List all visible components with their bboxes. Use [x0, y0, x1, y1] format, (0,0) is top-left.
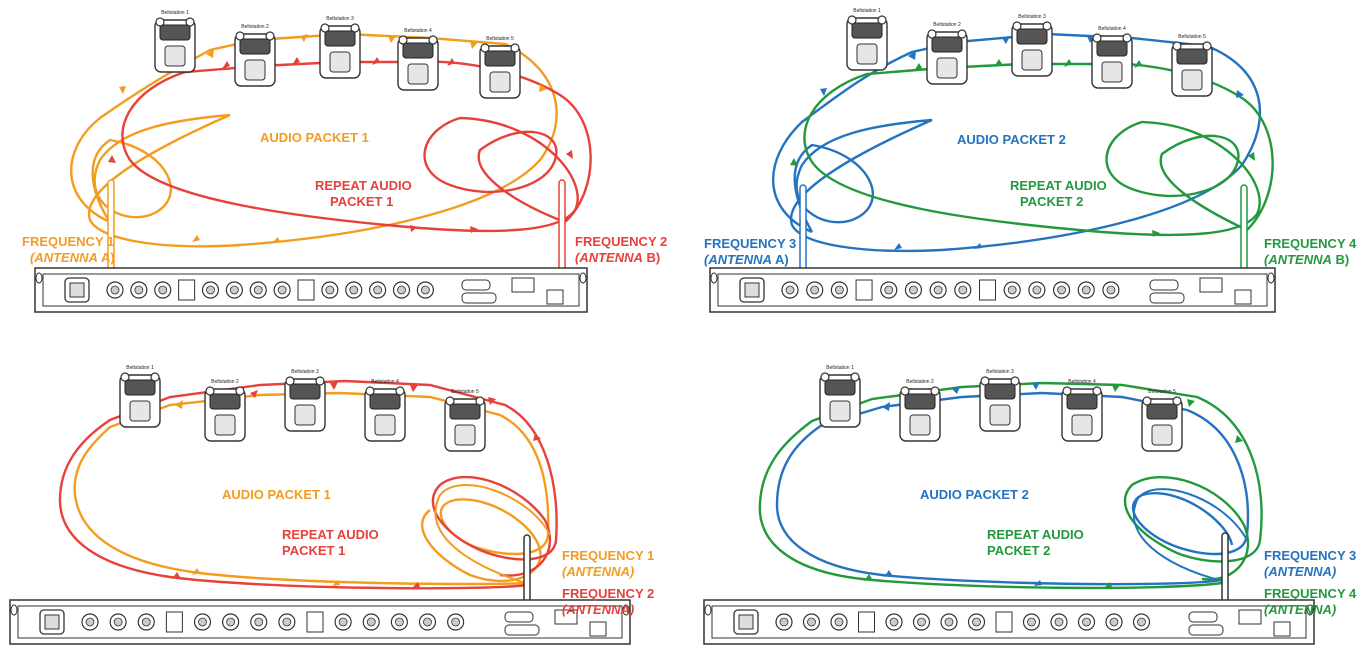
frequency-b-label: FREQUENCY 2	[562, 586, 655, 601]
beltpack-2: Beltstation 2	[926, 22, 968, 85]
base-station-rack	[709, 267, 1276, 313]
beltpack-name: Beltstation 2	[906, 379, 934, 385]
diagram-panel-frequency-3-4: Beltstation 1 Beltstation 2 Beltstation 3 B…	[682, 0, 1364, 335]
arrowheads	[790, 36, 1255, 250]
arrowheads	[108, 34, 573, 243]
beltpack-name: Beltstation 5	[1148, 389, 1176, 395]
audio-packet-label: AUDIO PACKET 2	[957, 132, 1066, 147]
beltpack-name: Beltstation 4	[371, 379, 399, 385]
beltpack-5: Beltstation 5	[479, 36, 521, 99]
beltpack-name: Beltstation 5	[451, 389, 479, 395]
beltpack-name: Beltstation 1	[853, 8, 881, 14]
audio-packet-label: AUDIO PACKET 1	[222, 487, 331, 502]
beltpack-name: Beltstation 5	[486, 36, 514, 42]
repeat-audio-label-line1: REPEAT AUDIO	[315, 178, 412, 193]
beltpack-2: Beltstation 2	[204, 379, 246, 442]
beltpack-4: Beltstation 4	[397, 28, 439, 91]
beltpack-1: Beltstation 1	[154, 10, 196, 73]
diagram-panel-shared-antenna-1-2: Beltstation 1 Beltstation 2 Beltstation 3 B…	[0, 335, 682, 670]
audio-packet-label: AUDIO PACKET 1	[260, 130, 369, 145]
diagram-panel-shared-antenna-3-4: Beltstation 1 Beltstation 2 Beltstation 3 B…	[682, 335, 1364, 670]
beltpack-name: Beltstation 2	[241, 24, 269, 30]
base-station-rack	[703, 599, 1315, 645]
beltpack-name: Beltstation 4	[1068, 379, 1096, 385]
frequency-b-label: FREQUENCY 2	[575, 234, 668, 249]
diagram-panel-frequency-1-2: Beltstation 1 Beltstation 2 Beltstation 3 B…	[0, 0, 682, 335]
frequency-a-label: FREQUENCY 1	[562, 548, 655, 563]
beltpack-name: Beltstation 3	[291, 369, 319, 375]
arrowheads	[864, 382, 1243, 588]
repeat-audio-label-line1: REPEAT AUDIO	[1010, 178, 1107, 193]
beltpack-4: Beltstation 4	[364, 379, 406, 442]
frequency-a-antenna-label: (ANTENNA A)	[30, 250, 115, 265]
beltpack-name: Beltstation 1	[826, 365, 854, 371]
beltpack-name: Beltstation 2	[211, 379, 239, 385]
antenna-b	[1240, 184, 1248, 276]
beltpack-3: Beltstation 3	[319, 16, 361, 79]
beltpack-name: Beltstation 1	[161, 10, 189, 16]
repeat-audio-label-line2: PACKET 2	[987, 543, 1051, 558]
beltpack-3: Beltstation 3	[1011, 14, 1053, 77]
beltpack-4: Beltstation 4	[1061, 379, 1103, 442]
beltpack-5: Beltstation 5	[444, 389, 486, 452]
frequency-a-label: FREQUENCY 1	[22, 234, 115, 249]
repeat-audio-packet-2-path	[758, 381, 1263, 590]
frequency-a-label: FREQUENCY 3	[1264, 548, 1357, 563]
beltpack-2: Beltstation 2	[899, 379, 941, 442]
beltpack-name: Beltstation 5	[1178, 34, 1206, 40]
beltpack-1: Beltstation 1	[119, 365, 161, 428]
panel-3-graphic: Beltstation 1 Beltstation 2 Beltstation 3 B…	[9, 365, 631, 645]
audio-packet-2-path	[771, 32, 1262, 253]
repeat-audio-label-line1: REPEAT AUDIO	[987, 527, 1084, 542]
beltpack-2: Beltstation 2	[234, 24, 276, 87]
beltpack-name: Beltstation 3	[326, 16, 354, 22]
frequency-b-label: FREQUENCY 4	[1264, 236, 1357, 251]
beltpack-name: Beltstation 3	[986, 369, 1014, 375]
beltpack-name: Beltstation 1	[126, 365, 154, 371]
base-station-rack	[9, 599, 631, 645]
audio-packet-label: AUDIO PACKET 2	[920, 487, 1029, 502]
frequency-a-antenna-label: (ANTENNA A)	[704, 252, 789, 267]
beltpack-3: Beltstation 3	[284, 369, 326, 432]
beltpack-name: Beltstation 3	[1018, 14, 1046, 20]
frequency-b-antenna-label: (ANTENNA B)	[575, 250, 661, 265]
repeat-audio-label-line2: PACKET 1	[330, 194, 394, 209]
frequency-b-antenna-label: (ANTENNA)	[1264, 602, 1337, 617]
repeat-audio-label-line2: PACKET 2	[1020, 194, 1084, 209]
antenna-b	[558, 179, 566, 271]
repeat-audio-label-line2: PACKET 1	[282, 543, 346, 558]
frequency-b-antenna-label: (ANTENNA B)	[1264, 252, 1350, 267]
beltpack-1: Beltstation 1	[819, 365, 861, 428]
beltpack-5: Beltstation 5	[1141, 389, 1183, 452]
antenna-a	[799, 184, 807, 276]
beltpack-5: Beltstation 5	[1171, 34, 1213, 97]
beltpack-name: Beltstation 4	[404, 28, 432, 34]
arrowheads	[172, 382, 541, 588]
frequency-b-label: FREQUENCY 4	[1264, 586, 1357, 601]
frequency-b-antenna-label: (ANTENNA)	[562, 602, 635, 617]
frequency-a-label: FREQUENCY 3	[704, 236, 797, 251]
beltpack-1: Beltstation 1	[846, 8, 888, 71]
beltpack-3: Beltstation 3	[979, 369, 1021, 432]
panel-2-graphic: Beltstation 1 Beltstation 2 Beltstation 3 B…	[709, 8, 1276, 313]
base-station-rack	[34, 267, 588, 313]
panel-1-graphic: Beltstation 1 Beltstation 2 Beltstation 3 B…	[34, 10, 592, 313]
beltpack-4: Beltstation 4	[1091, 26, 1133, 89]
frequency-a-antenna-label: (ANTENNA)	[562, 564, 635, 579]
repeat-audio-label-line1: REPEAT AUDIO	[282, 527, 379, 542]
repeat-audio-packet-1-path	[58, 379, 558, 590]
beltpack-name: Beltstation 4	[1098, 26, 1126, 32]
frequency-a-antenna-label: (ANTENNA)	[1264, 564, 1337, 579]
panel-4-graphic: Beltstation 1 Beltstation 2 Beltstation 3 B…	[703, 365, 1315, 645]
beltpack-name: Beltstation 2	[933, 22, 961, 28]
